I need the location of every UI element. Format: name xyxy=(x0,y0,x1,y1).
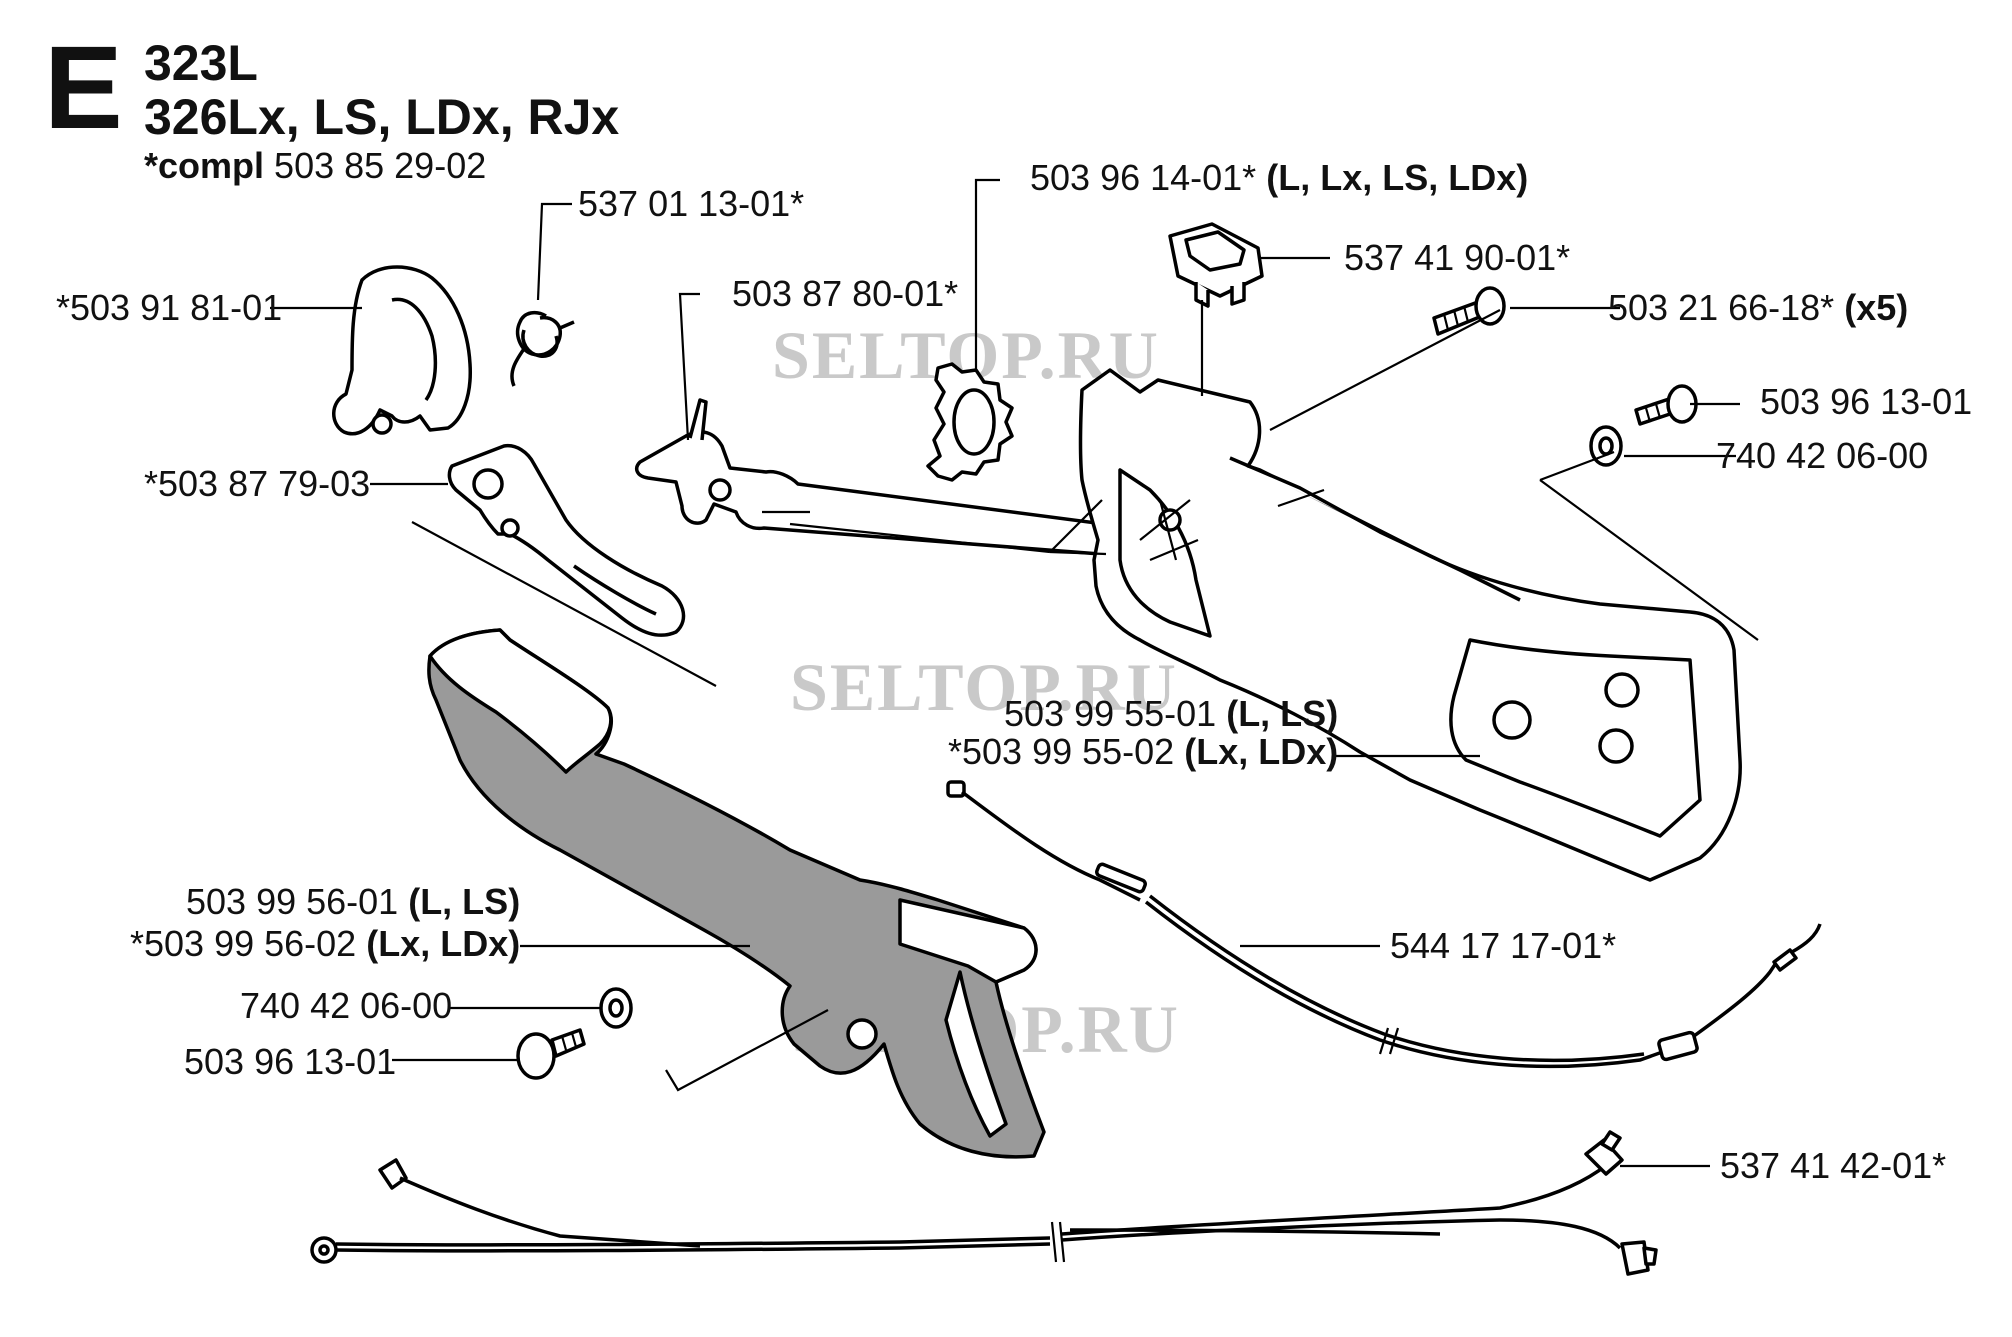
callout-c17: 537 41 42-01* xyxy=(1720,1145,1946,1186)
callout-c3: 503 87 80-01* xyxy=(732,273,958,314)
callout-c8: 503 96 13-01 xyxy=(1760,381,1972,422)
callout-c10: 503 99 55-01 (L, LS) xyxy=(1004,693,1338,734)
callout-c14: 740 42 06-00 xyxy=(240,985,452,1026)
throttle-cable-part xyxy=(946,780,1822,1069)
complete-assembly-number: *compl 503 85 29-02 xyxy=(144,145,486,186)
screw-part-2 xyxy=(1634,384,1698,426)
callout-c2: *503 91 81-01 xyxy=(56,287,282,328)
washer-part-2 xyxy=(599,987,633,1029)
callout-c11: *503 99 55-02 (Lx, LDx) xyxy=(948,731,1338,772)
callout-c16: 544 17 17-01* xyxy=(1390,925,1616,966)
handle-left-half-part xyxy=(427,628,1046,1159)
wiring-harness-part xyxy=(310,1130,1658,1276)
callout-c15: 503 96 13-01 xyxy=(184,1041,396,1082)
torsion-spring-part xyxy=(510,310,575,387)
throttle-lockout-clip-part xyxy=(332,265,472,436)
throttle-trigger-part xyxy=(447,443,686,637)
callout-c9: 740 42 06-00 xyxy=(1716,435,1928,476)
screw-part-1 xyxy=(1432,286,1506,336)
stop-switch-part xyxy=(1168,222,1264,308)
callout-c12: 503 99 56-01 (L, LS) xyxy=(186,881,520,922)
screw-part-3 xyxy=(516,1028,586,1080)
leader-lines xyxy=(270,178,1759,1168)
locking-ring-part xyxy=(926,362,1014,482)
callout-c5: 503 96 14-01* (L, Lx, LS, LDx) xyxy=(1030,157,1528,198)
watermark-middle: SELTOP.RU xyxy=(790,649,1178,725)
washer-part-1 xyxy=(1589,425,1623,467)
model-title-line-2: 326Lx, LS, LDx, RJx xyxy=(144,89,619,145)
callout-c6: 537 41 90-01* xyxy=(1344,237,1570,278)
handle-right-half-part xyxy=(1078,368,1742,882)
callout-c4: *503 87 79-03 xyxy=(144,463,370,504)
callout-c13: *503 99 56-02 (Lx, LDx) xyxy=(130,923,520,964)
model-title-line-1: 323L xyxy=(144,35,258,91)
callout-c7: 503 21 66-18* (x5) xyxy=(1608,287,1908,328)
callout-c1: 537 01 13-01* xyxy=(578,183,804,224)
section-letter: E xyxy=(44,22,123,154)
